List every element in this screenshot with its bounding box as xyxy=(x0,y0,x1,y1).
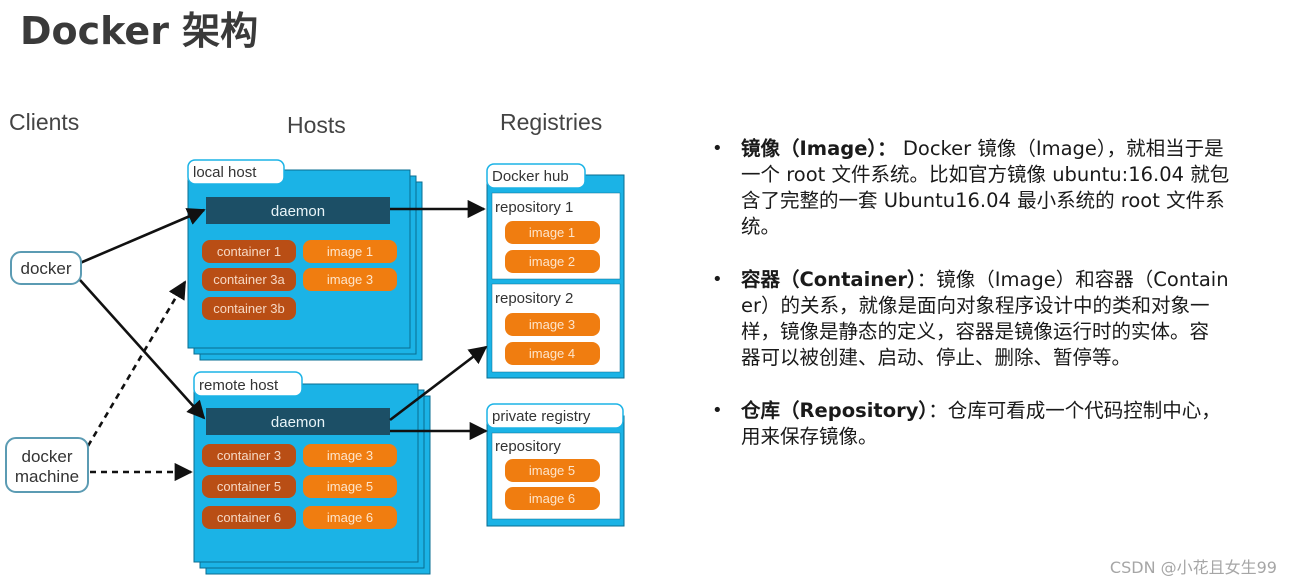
bullet-container: • 容器（Container）：镜像（Image）和容器（Contain er）… xyxy=(712,267,1287,371)
hub-repo1-image-1: image 1 xyxy=(529,225,575,240)
docker-client-label: docker xyxy=(20,259,71,278)
docker-machine-label-line2: machine xyxy=(15,467,79,486)
remote-image-3: image 3 xyxy=(327,448,373,463)
bullet-dot-icon: • xyxy=(712,138,723,159)
local-host-box: local host daemon container 1 container … xyxy=(187,159,423,361)
bullet-container-line-3: 样，镜像是静态的定义，容器是镜像运行时的实体。容 xyxy=(741,320,1210,343)
bullet-image-line-3: 含了完整的一套 Ubuntu16.04 最小系统的 root 文件系 xyxy=(741,189,1225,212)
concept-bullet-list: • 镜像（Image）： Docker 镜像（Image），就相当于是 一个 r… xyxy=(712,136,1287,477)
remote-image-5: image 5 xyxy=(327,479,373,494)
hub-repo2-image-4: image 4 xyxy=(529,346,575,361)
local-host-label: local host xyxy=(193,164,257,181)
repository-1-label: repository 1 xyxy=(495,199,573,216)
hub-repo1-image-2: image 2 xyxy=(529,254,575,269)
bullet-repository-line-1: 仓库（Repository）：仓库可看成一个代码控制中心， xyxy=(741,398,1287,424)
docker-hub-label: Docker hub xyxy=(492,168,569,185)
local-daemon-label: daemon xyxy=(271,203,325,220)
remote-daemon-label: daemon xyxy=(271,414,325,431)
connection-arrows xyxy=(79,199,488,482)
bullet-image-text: Docker 镜像（Image），就相当于是 xyxy=(896,137,1224,160)
private-registry-label: private registry xyxy=(492,408,591,425)
remote-container-6: container 6 xyxy=(217,510,281,525)
bullet-repository: • 仓库（Repository）：仓库可看成一个代码控制中心， 用来保存镜像。 xyxy=(712,398,1287,450)
bullet-container-text: ：镜像（Image）和容器（Contain xyxy=(916,268,1229,291)
remote-host-box: remote host daemon container 3 container… xyxy=(193,371,431,575)
registries-column-header: Registries xyxy=(500,109,602,135)
local-container-3a: container 3a xyxy=(213,272,285,287)
remote-image-6: image 6 xyxy=(327,510,373,525)
private-image-5: image 5 xyxy=(529,463,575,478)
bullet-container-term: 容器（Container） xyxy=(741,268,917,291)
bullet-image-line-4: 统。 xyxy=(741,215,781,238)
local-image-3: image 3 xyxy=(327,272,373,287)
bullet-image-line-1: 镜像（Image）： Docker 镜像（Image），就相当于是 xyxy=(741,136,1287,162)
bullet-repository-text: ：仓库可看成一个代码控制中心， xyxy=(928,399,1221,422)
local-image-1: image 1 xyxy=(327,244,373,259)
remote-container-5: container 5 xyxy=(217,479,281,494)
bullet-image: • 镜像（Image）： Docker 镜像（Image），就相当于是 一个 r… xyxy=(712,136,1287,240)
docker-architecture-diagram: Clients Hosts Registries local host daem… xyxy=(5,109,625,575)
docker-machine-client: docker machine xyxy=(5,437,89,493)
bullet-repository-term: 仓库（Repository） xyxy=(741,399,929,422)
hosts-column-header: Hosts xyxy=(287,112,346,138)
docker-hub-registry: Docker hub repository 1 image 1 image 2 … xyxy=(486,163,625,379)
remote-container-3: container 3 xyxy=(217,448,281,463)
clients-column-header: Clients xyxy=(9,109,79,135)
docker-client: docker xyxy=(10,251,82,285)
repository-2-label: repository 2 xyxy=(495,290,573,307)
private-image-6: image 6 xyxy=(529,491,575,506)
csdn-watermark: CSDN @小花且女生99 xyxy=(1109,558,1277,577)
bullet-dot-icon: • xyxy=(712,400,723,421)
private-registry: private registry repository image 5 imag… xyxy=(486,403,625,527)
bullet-container-line-2: er）的关系，就像是面向对象程序设计中的类和对象一 xyxy=(741,294,1210,317)
local-container-3b: container 3b xyxy=(213,301,285,316)
local-container-1: container 1 xyxy=(217,244,281,259)
bullet-dot-icon: • xyxy=(712,269,723,290)
bullet-image-term: 镜像（Image）： xyxy=(741,137,897,160)
bullet-image-line-2: 一个 root 文件系统。比如官方镜像 ubuntu:16.04 就包 xyxy=(741,163,1230,186)
bullet-container-line-4: 器可以被创建、启动、停止、删除、暂停等。 xyxy=(741,346,1132,369)
bullet-repository-line-2: 用来保存镜像。 xyxy=(741,425,878,448)
docker-machine-label-line1: docker xyxy=(21,447,72,466)
hub-repo2-image-3: image 3 xyxy=(529,317,575,332)
private-repository-label: repository xyxy=(495,438,561,455)
bullet-container-line-1: 容器（Container）：镜像（Image）和容器（Contain xyxy=(741,267,1287,293)
remote-host-label: remote host xyxy=(199,377,279,394)
page-title: Docker 架构 xyxy=(20,9,259,53)
